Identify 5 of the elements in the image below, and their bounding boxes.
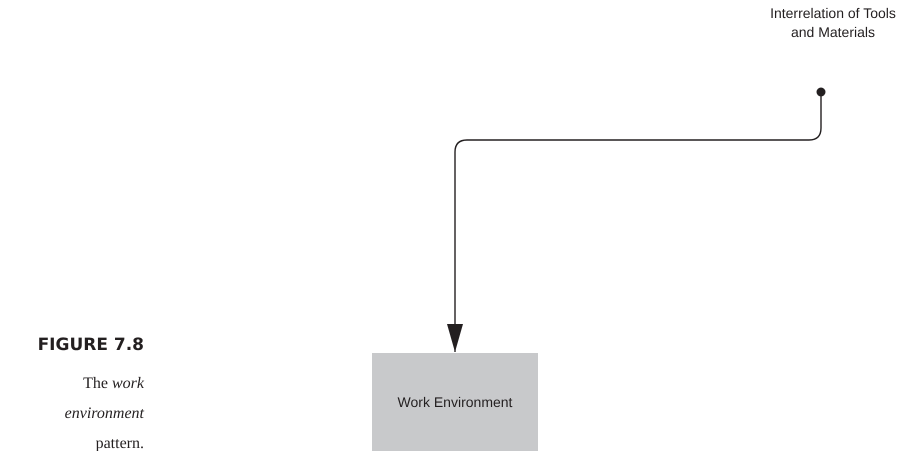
figure-title: FIGURE 7.8 <box>36 334 144 357</box>
node-label: Interrelation of Tools and Materials <box>769 4 897 42</box>
process-box <box>372 353 538 451</box>
arrow <box>447 88 826 352</box>
node-label: Work Environment <box>398 392 512 412</box>
